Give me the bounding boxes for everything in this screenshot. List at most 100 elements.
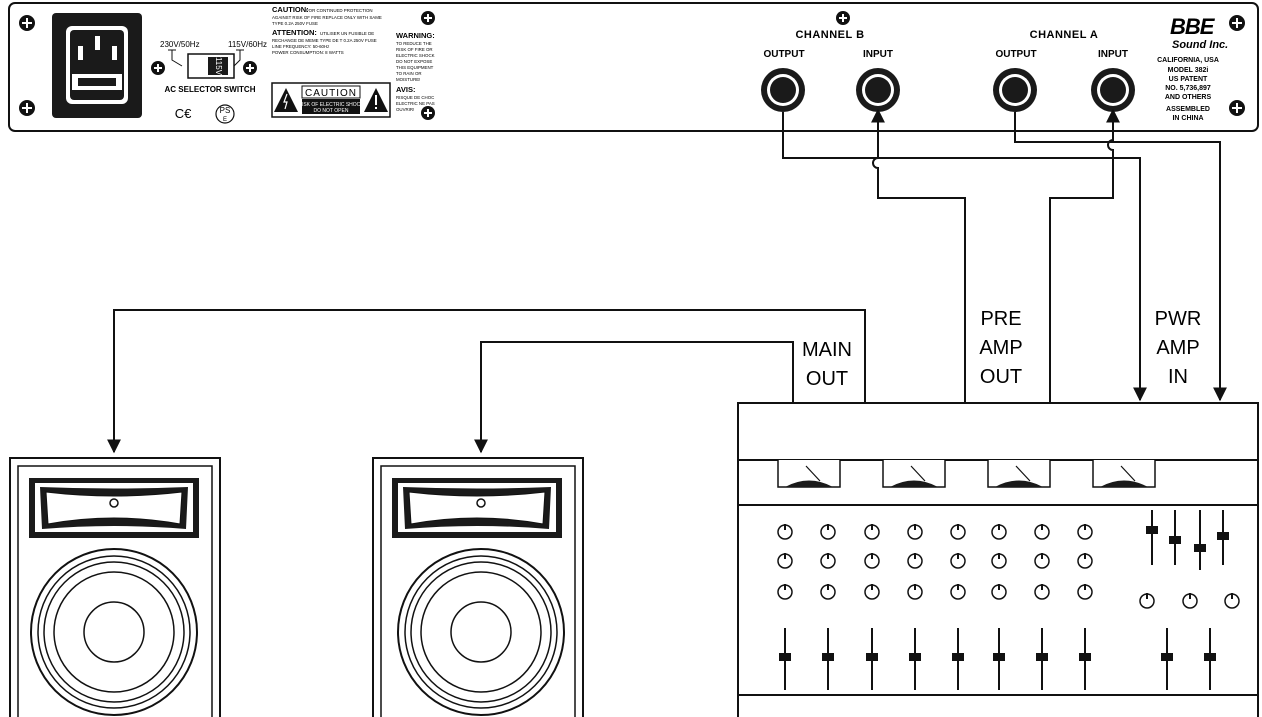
caution-box-line: DO NOT OPEN [314,108,349,114]
channel-b-input-label: INPUT [863,49,893,60]
knob[interactable] [1139,593,1155,609]
knob[interactable] [864,553,880,569]
knob-grid [777,524,1240,609]
channel-b-input-jack[interactable] [856,68,900,112]
fader[interactable] [1217,510,1229,565]
fader[interactable] [909,628,921,690]
fader[interactable] [1194,510,1206,570]
attention-text: UTILISER UN FUSIBLE DE [320,31,374,36]
warning-line: TO REDUCE THE [396,41,432,46]
svg-text:AMP: AMP [979,337,1022,359]
ps-mark: PS E [215,104,235,124]
knob[interactable] [1034,553,1050,569]
mixing-console [737,402,1259,717]
knob[interactable] [1034,584,1050,600]
screw [421,106,435,120]
fader[interactable] [993,628,1005,690]
channel-a-output-jack[interactable] [993,68,1037,112]
svg-text:PRE: PRE [980,308,1021,330]
knob[interactable] [777,553,793,569]
knob[interactable] [864,524,880,540]
knob[interactable] [907,553,923,569]
brand-name: Sound Inc. [1172,39,1228,51]
avis-lines: RISQUE DE CHOC ELECTRIC NE PAS OUVRIR! [396,95,435,112]
vu-meter [1092,460,1156,488]
power-inlet [52,13,142,118]
channel-a-output-label: OUTPUT [995,49,1036,60]
knob[interactable] [907,584,923,600]
fader[interactable] [1204,628,1216,690]
warning-line: THIS EQUIPMENT [396,65,434,70]
knob[interactable] [950,524,966,540]
knob[interactable] [1077,584,1093,600]
fader[interactable] [1161,628,1173,690]
knob[interactable] [820,524,836,540]
knob[interactable] [991,524,1007,540]
fader[interactable] [952,628,964,690]
caution-text: FOR CONTINUED PROTECTION [306,8,373,13]
fader[interactable] [822,628,834,690]
knob[interactable] [777,584,793,600]
info-lines: CALIFORNIA, USA MODEL 382i US PATENT NO.… [1157,57,1219,122]
svg-text:OUT: OUT [980,366,1022,388]
knob[interactable] [1182,593,1198,609]
ac-selector-switch[interactable]: 115V [187,53,235,79]
knob[interactable] [950,553,966,569]
knob[interactable] [1077,524,1093,540]
vu-meter [882,460,946,488]
cable-pre-amp-to-channel-a-input [1049,108,1120,403]
knob[interactable] [820,553,836,569]
caution-heading: CAUTION: [272,5,309,14]
knob[interactable] [991,553,1007,569]
fader[interactable] [1146,510,1158,565]
knob[interactable] [864,584,880,600]
channel-a-input-label: INPUT [1098,49,1128,60]
warning-heading: WARNING: [396,31,435,40]
svg-text:AMP: AMP [1156,337,1199,359]
knob[interactable] [1034,524,1050,540]
svg-text:OUT: OUT [806,368,848,390]
channel-a-input-jack[interactable] [1091,68,1135,112]
fader[interactable] [1036,628,1048,690]
voltage-label-right: 115V/60Hz [228,40,267,49]
caution-warning-box: CAUTION RISK OF ELECTRIC SHOCK DO NOT OP… [271,82,391,118]
screw [243,61,257,75]
fader[interactable] [1169,510,1181,565]
info-line: US PATENT [1169,76,1208,83]
svg-text:IN: IN [1168,366,1188,388]
fader[interactable] [866,628,878,690]
knob[interactable] [1077,553,1093,569]
channel-b-output-label: OUTPUT [763,49,804,60]
voltage-label-left: 230V/50Hz [160,40,200,49]
fader-grid [779,510,1229,690]
rack-screw [1229,15,1245,31]
knob[interactable] [777,524,793,540]
svg-text:PS: PS [220,106,231,115]
warning-line: RISK OF FIRE OR [396,47,433,52]
channel-b-output-jack[interactable] [761,68,805,112]
fader[interactable] [779,628,791,690]
knob[interactable] [950,584,966,600]
fader[interactable] [1079,628,1091,690]
knob[interactable] [1224,593,1240,609]
pwr-amp-in-label: PWR AMP IN [1155,308,1202,388]
attention-text: RECHANGE DE MEME TYPE DE T 0.2A 250V FUS… [272,38,377,43]
cable-main-out-to-left-speaker [107,309,866,454]
attention-text: LINE FREQUENCY: 50-60Hz [272,44,329,49]
rack-screw [19,100,35,116]
right-speaker [372,457,584,717]
attention-text: POWER CONSUMPTION: 8 WATTS [272,50,344,55]
svg-text:MAIN: MAIN [802,339,852,361]
caution-box-line: RISK OF ELECTRIC SHOCK [298,102,364,108]
knob[interactable] [991,584,1007,600]
warning-line: ELECTRIC SHOCK [396,53,435,58]
knob[interactable] [907,524,923,540]
screw [421,11,435,25]
warning-lines: TO REDUCE THE RISK OF FIRE OR ELECTRIC S… [396,41,435,82]
warning-line: TO RAIN OR [396,71,422,76]
vu-meter [777,460,841,488]
ac-selector-label: AC SELECTOR SWITCH [165,85,256,94]
knob[interactable] [820,584,836,600]
channel-a-label: CHANNEL A [1030,29,1099,41]
